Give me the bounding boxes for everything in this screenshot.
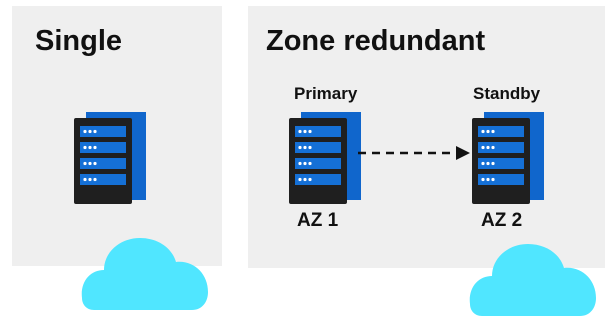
primary-label: Primary — [294, 84, 358, 103]
cloud-icon-single — [81, 238, 208, 310]
single-server-icon — [74, 112, 146, 204]
single-panel: Single — [12, 6, 222, 266]
single-title: Single — [35, 25, 123, 57]
az2-label: AZ 2 — [481, 210, 523, 231]
standby-server-icon — [472, 112, 544, 204]
standby-label: Standby — [473, 84, 541, 103]
cloud-icon-zone — [469, 244, 596, 316]
replication-arrow-icon — [358, 146, 470, 160]
zone-redundant-title: Zone redundant — [266, 25, 486, 57]
primary-server-icon — [289, 112, 361, 204]
az1-label: AZ 1 — [297, 210, 339, 231]
